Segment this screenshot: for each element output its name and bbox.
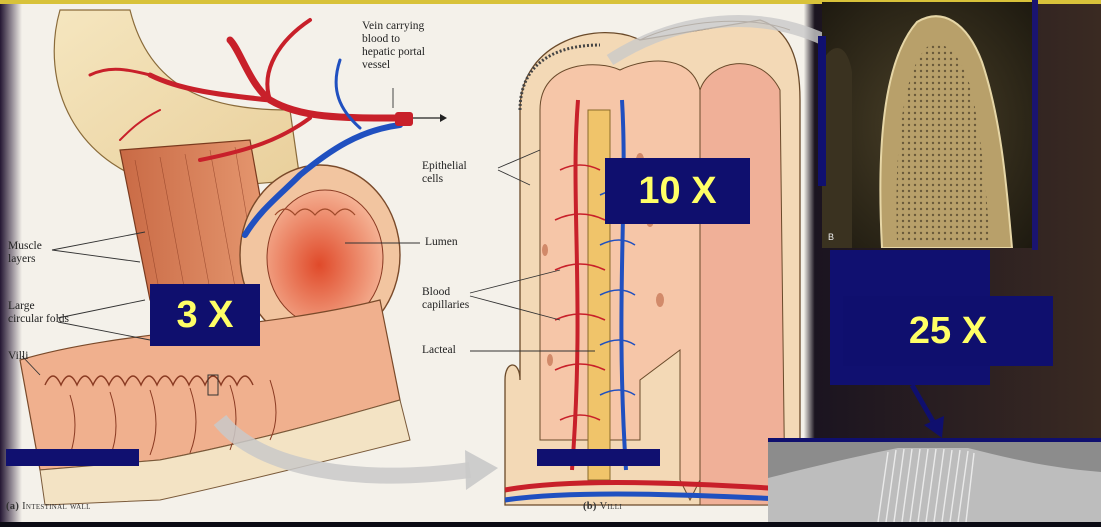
- villus-micrograph: B: [822, 2, 1032, 248]
- magnification-3x: 3 X: [150, 284, 260, 346]
- caption-b: (b) Villi: [583, 501, 622, 512]
- caption-a-text: Intestinal wall: [22, 501, 91, 512]
- scale-bar-a: [6, 449, 139, 466]
- villus-illustration: [505, 20, 800, 505]
- sem-frame-left: [818, 36, 826, 186]
- label-large-circular-folds: Large circular folds: [8, 300, 69, 326]
- label-muscle-layers: Muscle layers: [8, 240, 42, 266]
- zoom-arrow-to-sem: [912, 385, 935, 425]
- caption-a-prefix: (a): [6, 501, 19, 512]
- vessel-cut-end: [395, 112, 413, 126]
- caption-b-text: Villi: [600, 501, 622, 512]
- label-epithelial-cells: Epithelial cells: [422, 160, 467, 186]
- micrograph-letter: B: [828, 232, 834, 242]
- magnification-25x: 25 X: [843, 296, 1053, 366]
- magnification-10x: 10 X: [605, 158, 750, 224]
- caption-a: (a) Intestinal wall: [6, 501, 91, 512]
- scale-bar-b: [537, 449, 660, 466]
- label-blood-capillaries: Blood capillaries: [422, 286, 469, 312]
- label-lacteal: Lacteal: [422, 344, 456, 357]
- label-lumen: Lumen: [425, 236, 458, 249]
- microvilli-sem-image: [768, 438, 1101, 522]
- caption-b-prefix: (b): [583, 501, 597, 512]
- sem-frame-right: [1032, 0, 1038, 250]
- label-villi: Villi: [8, 350, 28, 363]
- label-vein: Vein carrying blood to hepatic portal ve…: [362, 20, 425, 72]
